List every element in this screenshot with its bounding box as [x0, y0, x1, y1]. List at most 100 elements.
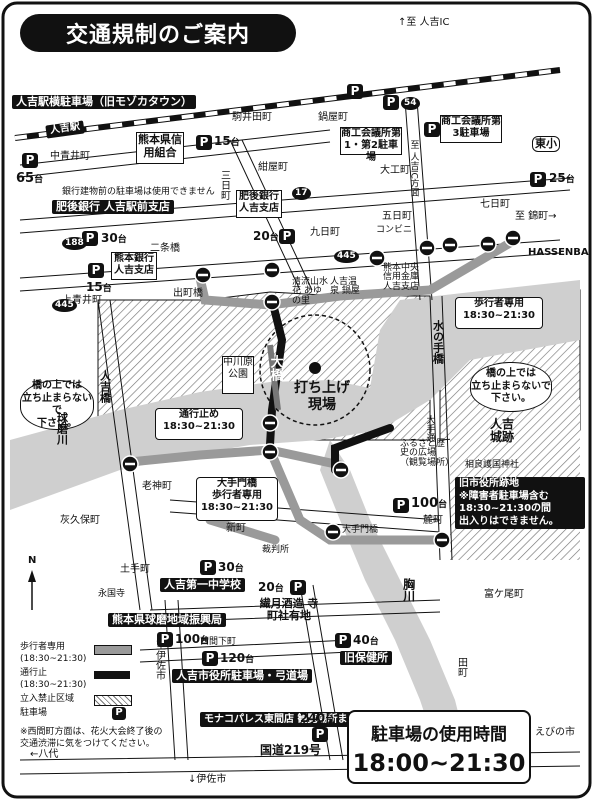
place-haikubo: 灰久保町	[60, 515, 100, 526]
route-445-badge-west: 445	[52, 299, 77, 313]
place-saibansho: 裁判所	[262, 545, 290, 555]
place-lower: 麓町	[423, 515, 443, 526]
railway	[14, 67, 561, 141]
parking-city-hall-count: 100台	[411, 496, 448, 511]
parking-icon: P	[290, 580, 306, 595]
place-tsukiji: 土手町	[120, 564, 150, 575]
place-nabeya-top: 鍋屋町	[318, 112, 348, 123]
parking-station-count: 65台	[16, 171, 44, 186]
legend-closed-swatch	[94, 671, 130, 679]
parking-hours-box: 駐車場の使用時間 18:00~21:30	[347, 710, 531, 784]
parking-higashisho-label: 東小	[532, 136, 560, 152]
parking-hokenjo-label: 旧保健所	[340, 651, 392, 665]
route-445-badge: 445	[334, 250, 359, 264]
parking-cityoffice-label: 人吉市役所駐車場・弓道場	[172, 669, 312, 683]
parking-icon: P	[530, 172, 546, 187]
place-kamiaoi: 上青井町	[62, 295, 102, 306]
place-nibashi: 二条橋	[150, 243, 180, 254]
place-nishima: 西間下町	[200, 637, 237, 647]
launch-point	[309, 362, 321, 374]
parking-icon: P	[22, 153, 38, 168]
legend-walk-label: 歩行者専用	[20, 642, 66, 652]
place-tomigaoka: 富ケ尾町	[484, 589, 524, 600]
parking-icon: P	[200, 560, 216, 575]
parking-higashisho-count: 25台	[549, 171, 575, 185]
parking-icon: P	[157, 632, 173, 647]
parking-kuma-label: 熊本県球磨地域振興局	[108, 613, 226, 627]
legend-walk-swatch	[94, 645, 132, 655]
parking-shinkumi-label: 熊本県信用組合	[136, 132, 184, 164]
old-city-hall-note: 旧市役所跡地※障害者駐車場含む 18:30~21:30の間出入りはできません。	[455, 477, 585, 529]
parking-icon: P	[202, 651, 218, 666]
parking-daiichi-count: 30台	[218, 560, 244, 574]
pedestrian-routes	[125, 235, 520, 545]
parking-monaco-count: 240台	[300, 711, 335, 725]
parking-icon: P	[424, 122, 440, 137]
place-sandoka: 三日町	[218, 170, 230, 200]
place-tanomachi: 田町	[455, 657, 467, 677]
parking-icon: P	[393, 498, 409, 513]
parking-higo-station-count: 30台	[101, 231, 127, 245]
place-oonaka: 大工町	[380, 165, 410, 176]
parking-kumamoto-bank-label: 熊本銀行人吉支店	[111, 252, 157, 280]
parking-icon: P	[279, 229, 295, 244]
place-ootakeho: 大手通	[424, 415, 435, 442]
kinkoku-direction: 至 錦町→	[515, 211, 557, 222]
parking-daiichi-label: 人吉第一中学校	[160, 578, 245, 592]
parking-chamber-3-label: 商工会議所第3駐車場	[440, 115, 502, 143]
parking-icon: P	[312, 727, 328, 742]
legend-parking-icon: P	[112, 707, 126, 720]
place-castle: 人吉城跡	[490, 417, 515, 444]
place-demachi: 出町橋	[173, 288, 203, 299]
place-tsuruoka: 胸川	[401, 578, 416, 602]
place-nakagawara: 中川原公園	[222, 356, 254, 394]
legend-zone-swatch	[94, 695, 132, 706]
legend-parking-label: 駐車場	[20, 708, 48, 718]
parking-sengetsu-count: 20台	[258, 580, 284, 594]
place-otemonbashi: 大手門橋	[342, 525, 379, 535]
place-ohashi: 大橋	[267, 355, 283, 381]
place-kuma-river: 球磨川	[55, 412, 69, 445]
place-shinkin: 熊本中央信用金庫人吉支店	[383, 263, 420, 292]
place-mizunotebashi: 水の手橋	[431, 320, 445, 364]
parking-hours-time: 18:00~21:30	[352, 749, 526, 777]
ebino-direction: えびの市	[535, 727, 575, 738]
page-title: 交通規制のご案内	[20, 14, 296, 52]
isa-road-label: 至伊佐市	[153, 640, 165, 680]
parking-icon: P	[88, 263, 104, 278]
launch-radius	[259, 314, 371, 426]
ohashi-bridge-gray	[267, 344, 281, 411]
place-furusato: ふるさと歴史の広場（観覧場所）	[400, 439, 455, 468]
place-hitoyoshi-bashi: 人吉橋	[98, 370, 112, 403]
place-nanoka: 七日町	[480, 199, 510, 210]
parking-higo-branch-count: 20台	[253, 229, 279, 243]
parking-station-label: 人吉駅横駐車場（旧モゾカタウン）	[12, 95, 196, 109]
legend-zone-label: 立入禁止区域	[20, 694, 75, 704]
parking-higo-station-label: 肥後銀行 人吉駅前支店	[52, 200, 174, 214]
nishima-note: ※西間町方面は、花火大会終了後の交通渋滞に気をつけてください。	[20, 727, 163, 750]
place-convenience: コンビニ	[376, 225, 413, 235]
route-219-label: 国道219号	[260, 743, 322, 757]
yatsushiro-direction: ←八代	[30, 749, 59, 760]
place-onsen: 人吉温泉 鍋屋	[330, 277, 360, 297]
stop-bridge-callout-left: 橋の上では立ち止まらないで下さい。	[20, 380, 94, 430]
parking-hokenjo-count: 40台	[353, 633, 379, 647]
parking-shinkumi-count: 15台	[214, 134, 240, 148]
route-17-badge: 17	[292, 187, 311, 201]
parking-sengetsu-label: 繊月酒造 寺町社有地	[259, 597, 319, 622]
kuma-river	[10, 280, 580, 760]
isa-direction: ↓伊佐市	[188, 774, 227, 785]
parking-chamber-12-label: 商工会議所第1・第2駐車場	[340, 127, 402, 163]
place-kyuka: 九日町	[310, 227, 340, 238]
parking-kuma-count: 100台	[175, 632, 210, 646]
parking-icon: P	[383, 95, 399, 110]
place-nagakuni: 永国寺	[98, 589, 126, 599]
parking-icon: P	[335, 633, 351, 648]
parking-higo-branch-label: 肥後銀行人吉支店	[236, 190, 282, 218]
legend-walk-time: (18:30~21:30)	[20, 654, 87, 664]
north-direction: ↑至 人吉IC	[398, 17, 450, 28]
place-kotobuki: 紺屋町	[258, 162, 288, 173]
no-entry-markers	[121, 229, 522, 549]
compass-label: N	[28, 555, 37, 566]
